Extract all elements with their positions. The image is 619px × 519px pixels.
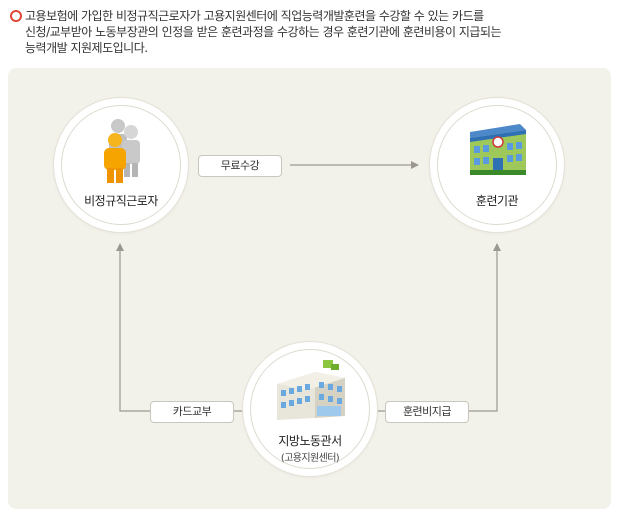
institution-label: 훈련기관 [475,194,519,208]
bullet-icon [10,10,22,22]
intro-text: 고용보험에 가입한 비정규직근로자가 고용지원센터에 직업능력개발훈련을 수강할… [10,8,610,56]
free-course-label: 무료수강 [198,155,282,177]
card-issue-label: 카드교부 [150,401,234,423]
worker-label: 비정규직근로자 [84,194,158,208]
card-issue-arrow [116,243,248,412]
intro-line-2: 신청/교부받아 노동부장관의 인정을 받은 훈련과정을 수강하는 경우 훈련기관… [25,25,502,39]
office-node: 지방노동관서 (고용지원센터) [243,342,377,476]
office-label: 지방노동관서 [278,434,342,448]
institution-node: 훈련기관 [430,98,564,232]
office-sublabel: (고용지원센터) [280,453,340,464]
office-building-icon [277,360,345,420]
people-icon [104,119,140,183]
intro-line-3: 능력개발 지원제도입니다. [25,41,148,55]
school-building-icon [470,124,526,175]
cost-payment-label: 훈련비지급 [385,401,469,423]
intro-line-1: 고용보험에 가입한 비정규직근로자가 고용지원센터에 직업능력개발훈련을 수강할… [25,9,484,23]
worker-node: 비정규직근로자 [54,98,188,232]
cost-payment-arrow [372,243,501,412]
